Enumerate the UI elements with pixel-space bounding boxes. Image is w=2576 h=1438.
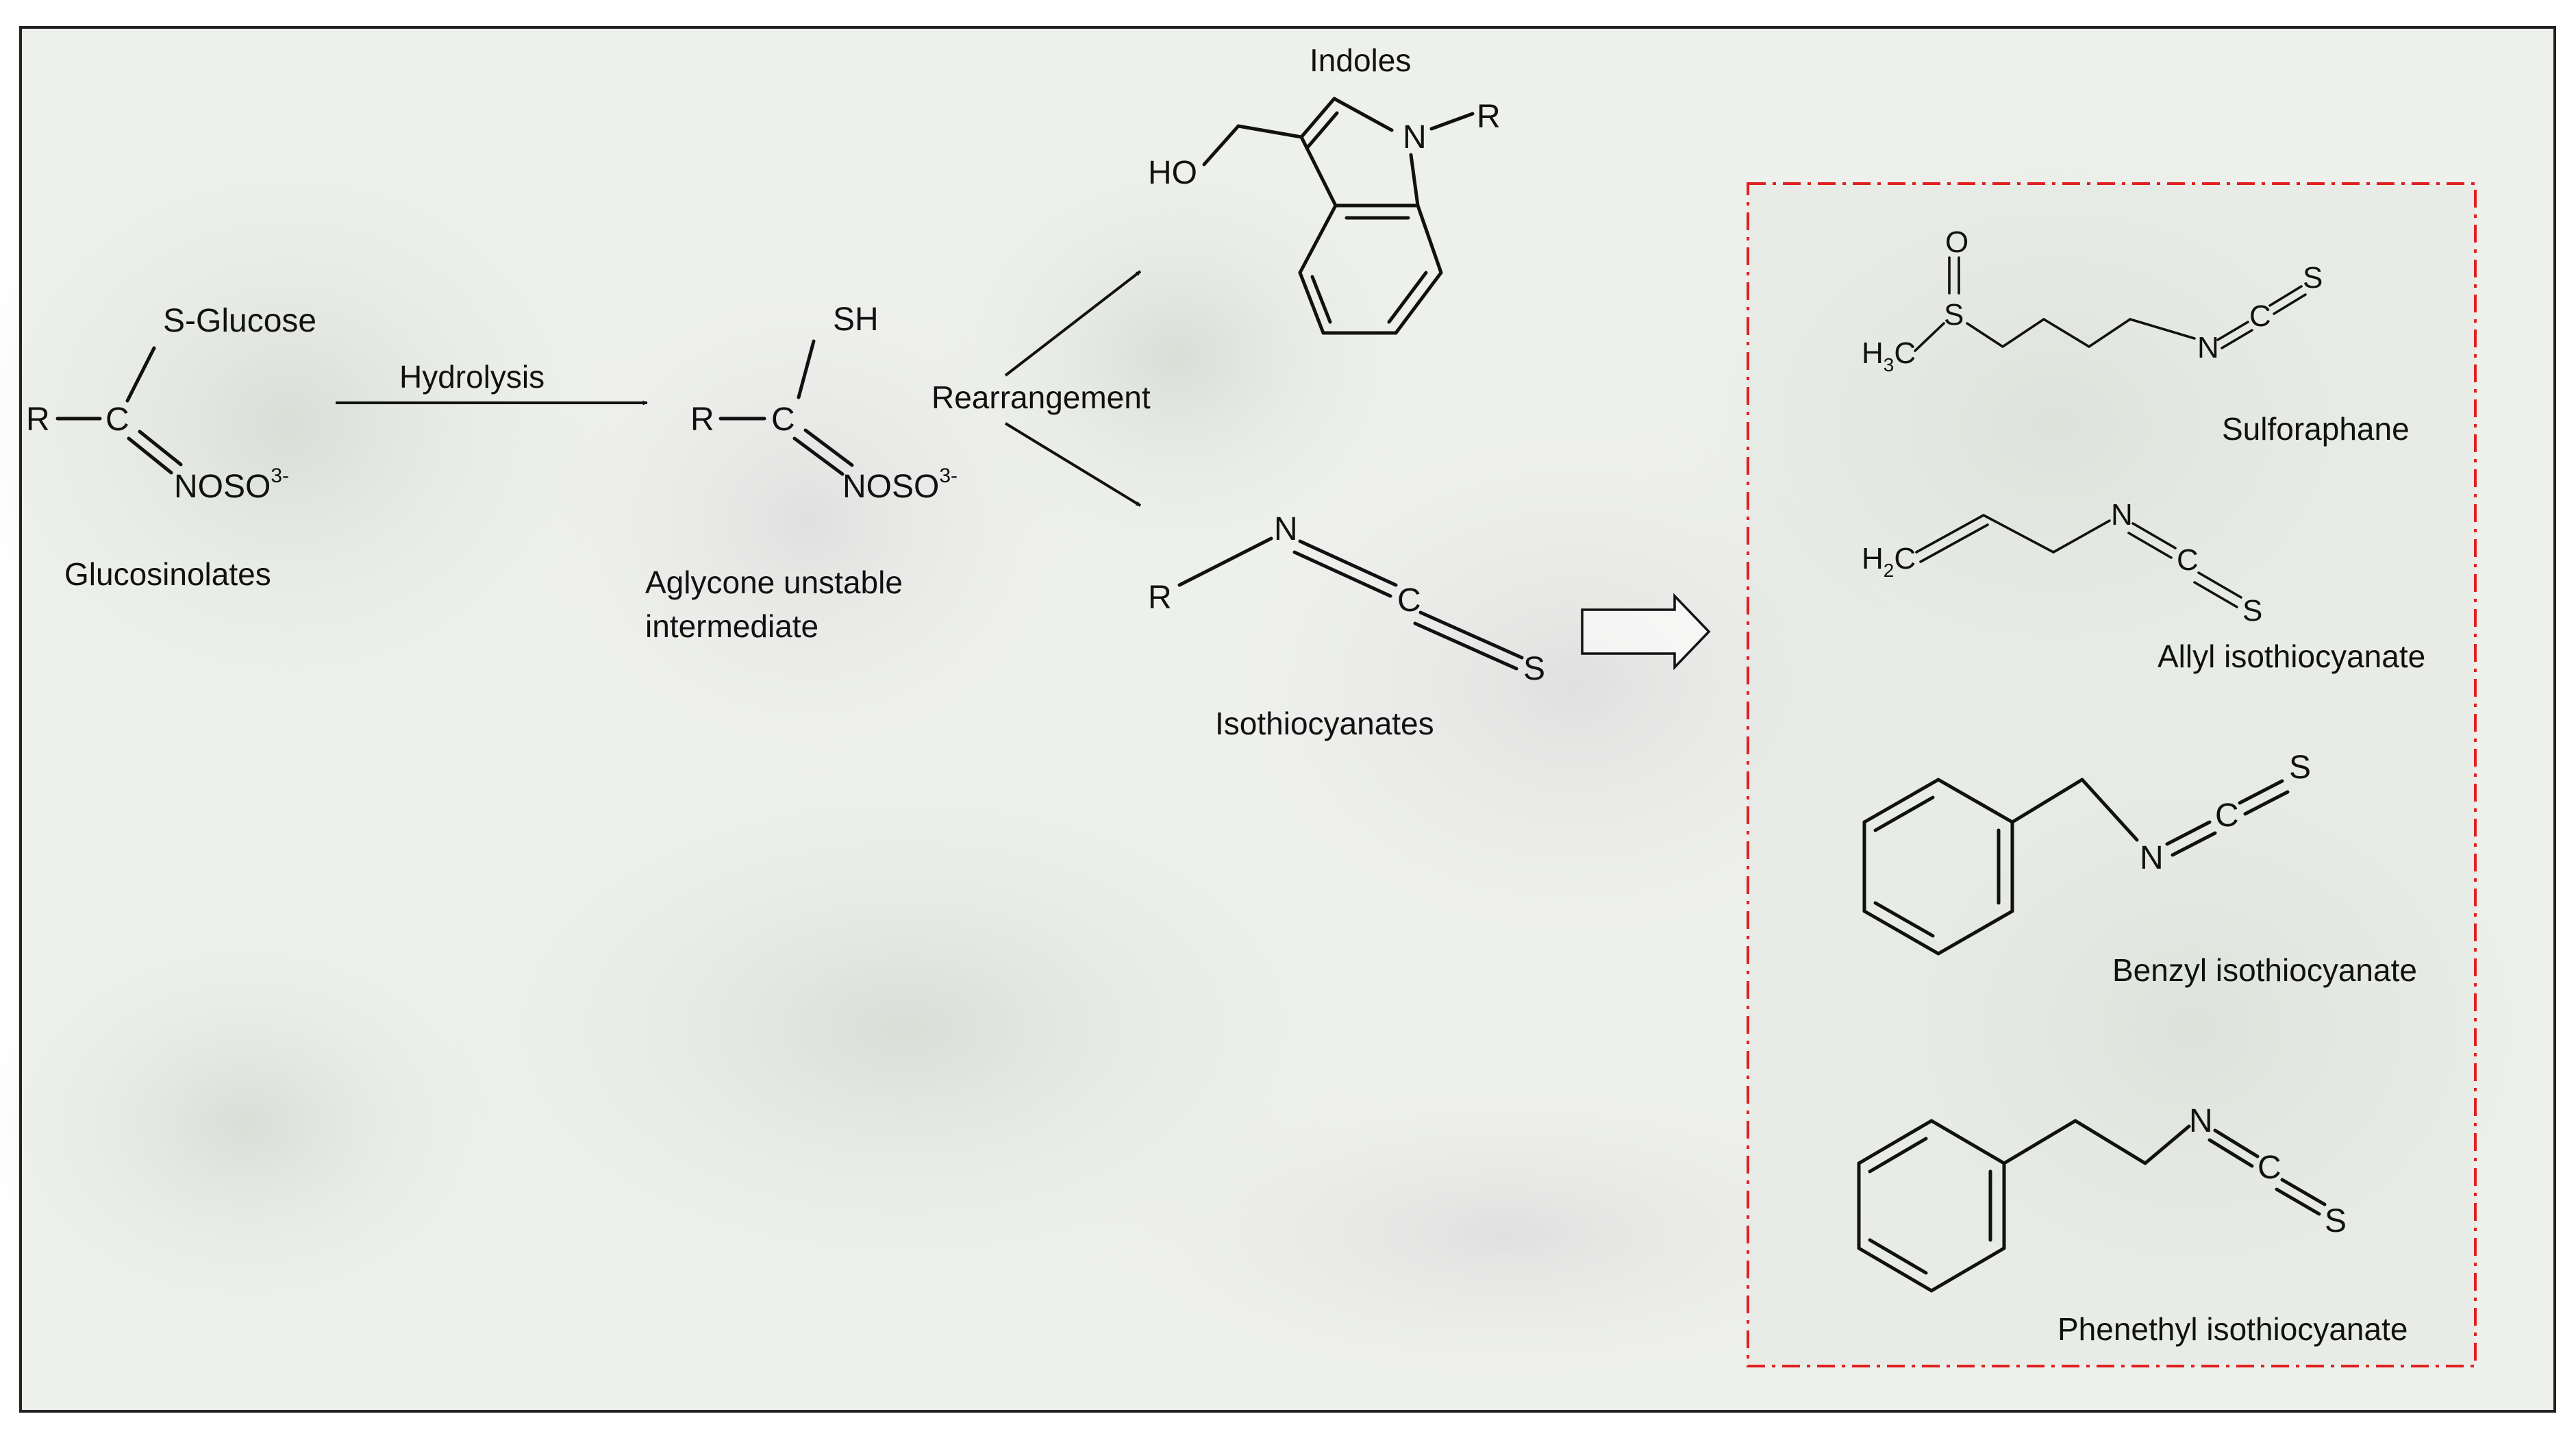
atom-r: R (1148, 580, 1172, 616)
aglycone-structure: SH R C NOSO3- (690, 301, 958, 505)
rearrangement-label: Rearrangement (931, 380, 1151, 415)
atom-n: N (2189, 1103, 2213, 1139)
atom-sh: SH (833, 301, 879, 338)
atom-ho: HO (1148, 155, 1197, 191)
atom-c: C (2249, 299, 2271, 333)
isothiocyanate-structure: R N C S (1148, 511, 1545, 687)
atom-c: C (2258, 1150, 2281, 1186)
aglycone-label-line1: Aglycone unstable (645, 565, 903, 600)
atom-c: C (1397, 582, 1421, 619)
atom-s: S (2242, 594, 2262, 628)
atom-c: C (2215, 797, 2239, 834)
sulforaphane-label: Sulforaphane (2222, 411, 2410, 447)
arrow-to-indoles (1004, 270, 1142, 377)
aglycone-label-line2: intermediate (645, 608, 818, 644)
s-glucose-label: S-Glucose (163, 303, 316, 339)
atom-c: C (105, 401, 129, 438)
allyl-isothiocyanate-label: Allyl isothiocyanate (2158, 639, 2425, 674)
atom-s: S (1523, 651, 1545, 687)
benzyl-isothiocyanate-label: Benzyl isothiocyanate (2112, 952, 2417, 988)
hydrolysis-label: Hydrolysis (399, 359, 545, 395)
atom-n: N (2111, 498, 2133, 532)
noso-group: NOSO3- (842, 464, 958, 505)
examples-box (1747, 182, 2477, 1367)
phenethyl-isothiocyanate-structure: N C S (1857, 1103, 2347, 1293)
atom-n: N (2197, 331, 2219, 364)
outer-frame (19, 26, 2556, 1413)
atom-s: S (2289, 749, 2311, 786)
noso-group: NOSO3- (174, 464, 289, 505)
atom-r: R (1477, 99, 1501, 135)
faded-vegetable-photo (0, 27, 2576, 1411)
atom-n: N (2140, 840, 2164, 876)
indoles-label: Indoles (1310, 42, 1411, 78)
atom-o: O (1945, 225, 1968, 259)
atom-s: S (2303, 261, 2323, 295)
h2c-group: H2C (1862, 542, 1916, 581)
benzyl-isothiocyanate-structure: N C S (1862, 749, 2311, 956)
glucosinolates-label: Glucosinolates (64, 556, 271, 592)
sulforaphane-structure: O S H3C N C S (1862, 225, 2323, 375)
indole-structure: HO N R (1148, 97, 1501, 335)
atom-n: N (1403, 119, 1427, 156)
atom-s: S (2325, 1203, 2347, 1239)
atom-c: C (771, 401, 795, 438)
atom-s: S (1944, 298, 1964, 332)
glucosinolate-structure: R C S-Glucose NOSO3- (26, 303, 316, 505)
h3c-group: H3C (1862, 336, 1916, 375)
allyl-isothiocyanate-structure: H2C N C S (1862, 498, 2262, 628)
isothiocyanates-label: Isothiocyanates (1215, 706, 1434, 741)
arrow-to-isothiocyanates (1004, 422, 1142, 507)
atom-c: C (2177, 543, 2199, 577)
atom-r: R (26, 401, 50, 438)
atom-n: N (1274, 511, 1298, 547)
phenethyl-isothiocyanate-label: Phenethyl isothiocyanate (2058, 1311, 2408, 1347)
atom-r: R (690, 401, 714, 438)
hollow-arrow (1581, 593, 1711, 671)
